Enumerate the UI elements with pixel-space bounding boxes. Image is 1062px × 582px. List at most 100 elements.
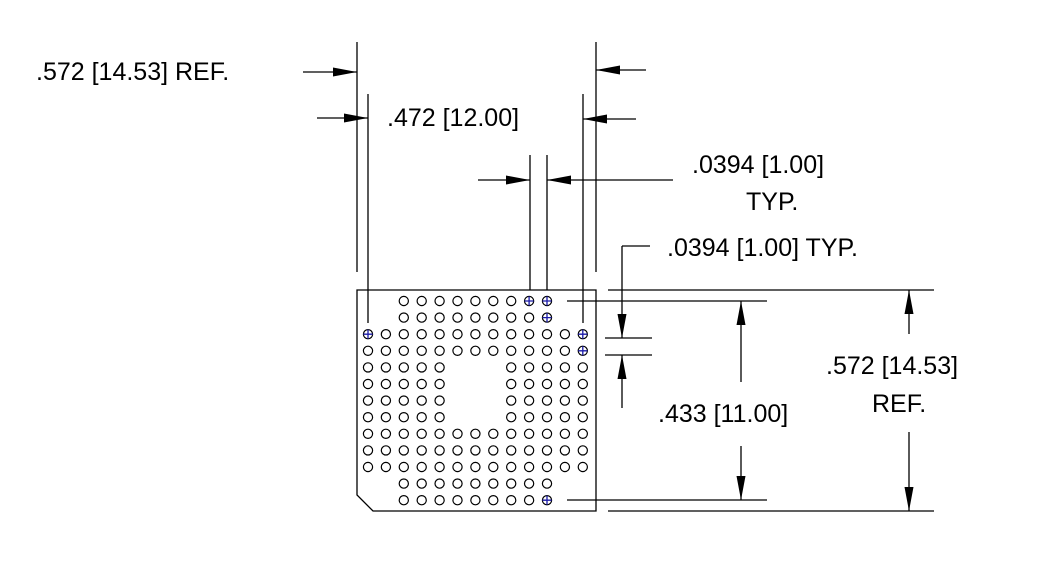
pitch-x-typ-label: TYP. <box>746 188 798 216</box>
pitch-x-label: .0394 [1.00] <box>692 151 824 179</box>
ball-pad <box>434 295 445 307</box>
ball-pad <box>488 461 499 473</box>
ball-pad <box>434 445 445 456</box>
ball-pad <box>380 378 392 390</box>
ball-pad <box>577 395 589 406</box>
pad-center-mark <box>542 495 552 505</box>
ball-pad <box>470 312 481 323</box>
ball-pad <box>506 445 517 456</box>
ball-pad <box>559 362 571 373</box>
ball-pad <box>416 312 427 323</box>
ball-pad <box>506 495 517 506</box>
ball-pad <box>416 428 427 439</box>
ball-pad <box>523 312 535 323</box>
ball-pad <box>362 378 374 390</box>
ball-pad <box>541 362 553 373</box>
ball-pad <box>506 329 517 340</box>
ball-pad <box>470 495 481 506</box>
ball-pad <box>470 445 481 456</box>
ball-pad <box>470 329 481 340</box>
dimension-height-ref: .572 [14.53] REF. <box>608 289 958 512</box>
ball-pad <box>488 345 499 356</box>
ball-pad <box>416 412 427 423</box>
ball-pad <box>523 461 535 473</box>
ball-span-x-label: .472 [12.00] <box>387 104 519 132</box>
ball-pad <box>452 445 463 456</box>
ball-pad <box>506 428 517 439</box>
ball-pad <box>488 428 499 439</box>
ball-pad <box>559 345 571 356</box>
ball-pad <box>380 428 392 439</box>
ball-pad <box>559 412 571 423</box>
ball-pad <box>470 428 481 439</box>
package-outline <box>356 289 597 512</box>
ball-pad <box>452 495 463 506</box>
ball-pad <box>434 478 445 489</box>
ball-pad <box>488 329 499 340</box>
dimension-pitch-y: .0394 [1.00] TYP. <box>605 234 858 408</box>
ball-pad <box>398 329 409 340</box>
ball-pad <box>398 412 409 423</box>
ball-pad <box>523 428 535 439</box>
height-ref-label: .572 [14.53] <box>826 352 958 380</box>
ball-pad <box>362 345 374 356</box>
ball-pad <box>398 345 409 356</box>
ball-pad <box>541 445 553 456</box>
ball-pad <box>452 329 463 340</box>
ball-pad <box>434 428 445 439</box>
ball-pad <box>434 378 445 390</box>
ball-pad <box>559 395 571 406</box>
ball-pad <box>398 362 409 373</box>
ball-pad <box>470 295 481 307</box>
ball-pad <box>506 478 517 489</box>
ball-grid <box>362 295 589 506</box>
ball-pad <box>434 362 445 373</box>
dimension-ball-span-y: .433 [11.00] <box>567 300 788 501</box>
pitch-y-label: .0394 [1.00] TYP. <box>667 234 858 262</box>
ball-pad <box>416 362 427 373</box>
ball-pad <box>380 412 392 423</box>
pad-center-mark <box>578 346 588 356</box>
ball-pad <box>362 362 374 373</box>
ball-pad <box>559 461 571 473</box>
ball-pad <box>541 378 553 390</box>
ball-pad <box>488 312 499 323</box>
ball-pad <box>577 428 589 439</box>
ball-pad <box>380 362 392 373</box>
ball-pad <box>416 495 427 506</box>
ball-pad <box>362 412 374 423</box>
ball-pad <box>398 495 409 506</box>
ball-pad <box>577 362 589 373</box>
ball-pad <box>541 395 553 406</box>
ball-pad <box>398 478 409 489</box>
ball-pad <box>398 312 409 323</box>
ball-pad <box>362 461 374 473</box>
ball-pad <box>380 461 392 473</box>
ball-pad <box>559 378 571 390</box>
ball-pad <box>416 329 427 340</box>
ball-pad <box>398 445 409 456</box>
ball-pad <box>416 395 427 406</box>
ball-pad <box>506 395 517 406</box>
ball-pad <box>452 312 463 323</box>
ball-pad <box>523 362 535 373</box>
ball-pad <box>380 395 392 406</box>
ball-pad <box>434 412 445 423</box>
ball-pad <box>434 495 445 506</box>
dimension-ball-span-x: .472 [12.00] <box>317 94 636 323</box>
ball-span-y-label: .433 [11.00] <box>658 400 788 428</box>
ball-pad <box>488 445 499 456</box>
height-ref-line2-label: REF. <box>872 390 926 418</box>
ball-pad <box>416 461 427 473</box>
dimension-pitch-x: .0394 [1.00] TYP. <box>478 151 824 290</box>
ball-pad <box>506 378 517 390</box>
pad-center-mark <box>542 296 552 306</box>
ball-pad <box>416 345 427 356</box>
pad-center-mark <box>542 313 552 323</box>
ball-pad <box>470 478 481 489</box>
ball-pad <box>541 412 553 423</box>
ball-pad <box>398 378 409 390</box>
ball-pad <box>434 345 445 356</box>
ball-pad <box>398 295 409 307</box>
ball-pad <box>416 478 427 489</box>
